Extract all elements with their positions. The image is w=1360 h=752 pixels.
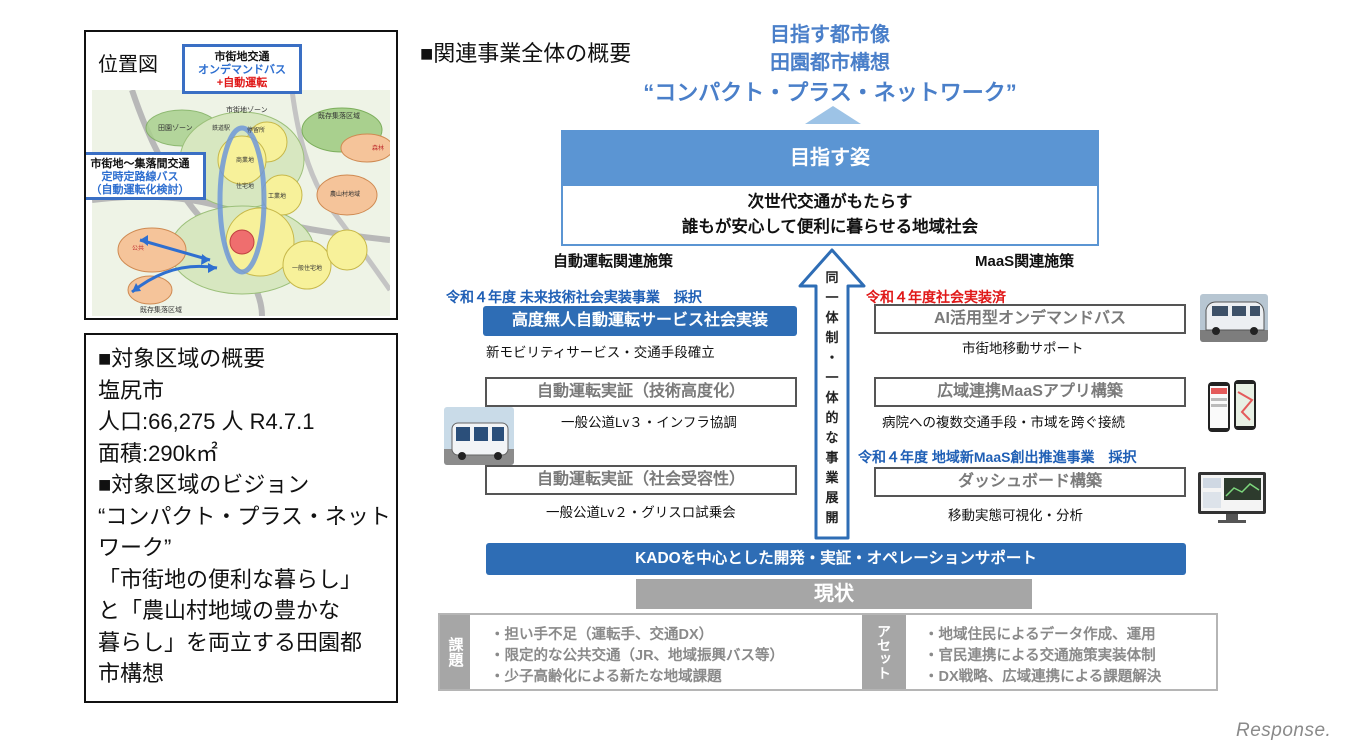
assets-list: ・地域住民によるデータ作成、運用 ・官民連携による交通施策実装体制 ・DX戦略、… [924, 625, 1161, 688]
svg-text:森林: 森林 [372, 144, 384, 152]
left-item-2-sub: 一般公道Lv３・インフラ協調 [561, 415, 737, 430]
callout-urban-ondemand: オンデマンドバス [198, 64, 286, 76]
summary-population: 人口:66,275 人 R4.7.1 [98, 409, 315, 434]
maas-app-phones-image [1208, 380, 1256, 432]
asset-item: ・DX戦略、広域連携による課題解決 [924, 669, 1162, 685]
summary-vision-line: 市構想 [98, 661, 165, 686]
arrow-char: な [825, 430, 839, 445]
summary-city: 塩尻市 [98, 377, 165, 403]
issues-list: ・担い手不足（運転手、交通DX） ・限定的な公共交通（JR、地域振興バス等） ・… [490, 625, 784, 688]
right-adoption-label: 令和４年度 地域新MaaS創出推進事業 採択 [858, 449, 1137, 465]
svg-text:一般住宅地: 一般住宅地 [292, 264, 322, 272]
svg-text:工業地: 工業地 [268, 192, 286, 200]
svg-text:住宅地: 住宅地 [236, 182, 254, 190]
issue-item: ・少子高齢化による新たな地域課題 [490, 669, 722, 685]
svg-text:停留所: 停留所 [247, 126, 265, 134]
goal-body: 次世代交通がもたらす 誰もが安心して便利に暮らせる地域社会 [561, 186, 1099, 246]
goal-line-2: 誰もが安心して便利に暮らせる地域社会 [681, 218, 979, 236]
vision-title-1: 目指す都市像 [770, 24, 890, 46]
arrow-char: 業 [825, 470, 839, 485]
left-item-3-title: 自動運転実証（社会受容性） [485, 465, 797, 495]
right-item-2-title: 広域連携MaaSアプリ構築 [874, 377, 1186, 407]
left-item-3-sub: 一般公道Lv２・グリスロ試乗会 [546, 505, 736, 520]
asset-item: ・官民連携による交通施策実装体制 [924, 648, 1156, 664]
callout-urban-transit: 市街地交通 オンデマンドバス +自動運転 [182, 44, 302, 94]
section-title: ■関連事業全体の概要 [420, 41, 632, 66]
location-map-panel: 位置図 田園ゾーン 市街地ゾーン 既存集落区域 鉄 [84, 30, 398, 320]
arrow-char: 同 [825, 270, 839, 285]
right-implemented-label: 令和４年度社会実装済 [866, 289, 1006, 305]
svg-text:既存集落区域: 既存集落区域 [318, 111, 360, 120]
area-summary-panel: ■対象区域の概要 塩尻市 人口:66,275 人 R4.7.1 面積:290k㎡… [84, 333, 398, 703]
arrow-char: 開 [825, 510, 839, 525]
svg-text:市街地ゾーン: 市街地ゾーン [226, 105, 268, 114]
map-title: 位置図 [98, 54, 158, 76]
summary-heading-overview: ■対象区域の概要 [98, 346, 266, 371]
issue-item: ・担い手不足（運転手、交通DX） [490, 627, 714, 643]
goal-line-1: 次世代交通がもたらす [747, 193, 913, 211]
integration-arrow [798, 248, 866, 540]
svg-text:鉄道駅: 鉄道駅 [212, 124, 230, 132]
svg-text:公共: 公共 [132, 244, 144, 252]
status-panel [438, 613, 1218, 691]
callout-intervillage-note: （自動運転化検討） [90, 184, 190, 196]
right-item-3-sub: 移動実態可視化・分析 [948, 508, 1083, 523]
issues-label: 課題 [440, 615, 470, 689]
summary-vision-line: ワーク” [98, 535, 172, 560]
callout-intervillage-bus: 定時定路線バス [101, 171, 179, 183]
right-column-heading: MaaS関連施策 [975, 253, 1075, 270]
callout-urban-autodrive: +自動運転 [216, 77, 268, 89]
vision-slogan: “コンパクト・プラス・ネットワーク” [643, 80, 1017, 105]
support-bar: KADOを中心とした開発・実証・オペレーションサポート [486, 543, 1186, 575]
svg-text:農山村地域: 農山村地域 [330, 190, 360, 198]
arrow-char: ・ [825, 350, 839, 365]
callout-intervillage-transit: 市街地～集落間交通 定時定路線バス （自動運転化検討） [86, 152, 206, 200]
svg-text:田園ゾーン: 田園ゾーン [158, 124, 193, 132]
response-watermark: Response. [1236, 720, 1332, 741]
right-item-3-title: ダッシュボード構築 [874, 467, 1186, 497]
left-item-1-sub: 新モビリティサービス・交通手段確立 [486, 345, 715, 360]
assets-label: アセット [862, 615, 906, 689]
location-map-illustration: 田園ゾーン 市街地ゾーン 既存集落区域 鉄道駅 停留所 商業地 工業地 住宅地 … [92, 90, 390, 316]
dashboard-monitor-image [1198, 472, 1266, 523]
summary-vision-line: 「市街地の便利な暮らし」 [98, 566, 363, 592]
summary-area: 面積:290k㎡ [98, 440, 218, 466]
callout-intervillage-title: 市街地～集落間交通 [90, 158, 190, 170]
callout-urban-title: 市街地交通 [214, 51, 270, 63]
right-item-2-sub: 病院への複数交通手段・市域を跨ぐ接続 [882, 415, 1125, 430]
summary-vision-line: “コンパクト・プラス・ネット [98, 503, 391, 529]
left-item-2-title: 自動運転実証（技術高度化） [485, 377, 797, 407]
left-adoption-label: 令和４年度 未来技術社会実装事業 採択 [446, 289, 702, 305]
arrow-char: 展 [825, 490, 839, 505]
arrow-char: 事 [825, 450, 839, 465]
left-column-heading: 自動運転関連施策 [553, 253, 674, 270]
left-item-1-title: 高度無人自動運転サービス社会実装 [483, 306, 797, 336]
arrow-char: 体 [825, 390, 839, 405]
asset-item: ・地域住民によるデータ作成、運用 [924, 627, 1156, 643]
right-item-1-sub: 市街地移動サポート [962, 341, 1084, 356]
summary-vision-line: と「農山村地域の豊かな [98, 598, 341, 623]
issue-item: ・限定的な公共交通（JR、地域振興バス等） [490, 648, 785, 664]
summary-vision-line: 暮らし」を両立する田園都 [98, 629, 363, 655]
arrow-char: 一 [825, 290, 839, 305]
arrow-char: 一 [825, 370, 839, 385]
right-item-1-title: AI活用型オンデマンドバス [874, 304, 1186, 334]
integration-arrow-text: 同 一 体 制 ・ 一 体 的 な 事 業 展 開 [820, 268, 844, 528]
ondemand-van-photo [1200, 294, 1268, 342]
arrow-char: 体 [825, 310, 839, 325]
autonomous-bus-photo [444, 407, 514, 465]
summary-heading-vision: ■対象区域のビジョン [98, 472, 310, 497]
vision-up-triangle [805, 106, 861, 124]
svg-text:商業地: 商業地 [236, 156, 254, 164]
arrow-char: 制 [825, 330, 839, 345]
arrow-char: 的 [825, 410, 839, 425]
status-header: 現状 [636, 579, 1032, 609]
vision-title-2: 田園都市構想 [770, 52, 890, 74]
svg-text:既存集落区域: 既存集落区域 [140, 305, 182, 314]
goal-header: 目指す姿 [561, 130, 1099, 186]
